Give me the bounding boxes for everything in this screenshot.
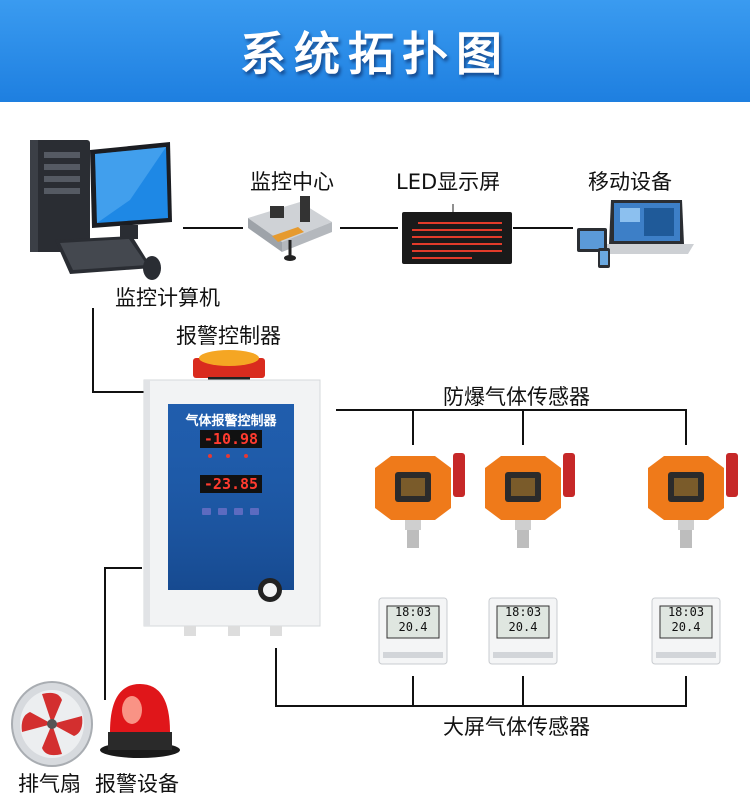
monitor-center-icon xyxy=(248,196,332,261)
line-controller-screen-sensors xyxy=(275,648,687,707)
sensor-screen-3-top: 18:03 xyxy=(667,605,705,619)
label-alarm-device: 报警设备 xyxy=(95,772,179,796)
line-controller-explosion-sensors xyxy=(336,409,687,445)
sensor-screen-3-bottom: 20.4 xyxy=(671,620,701,634)
label-large-screen-sensor: 大屏气体传感器 xyxy=(443,715,590,739)
label-exhaust-fan: 排气扇 xyxy=(18,772,81,796)
label-monitor-center: 监控中心 xyxy=(250,170,334,194)
led-screen-icon xyxy=(402,204,512,264)
label-monitor-computer: 监控计算机 xyxy=(115,286,220,310)
computer-icon xyxy=(30,140,172,280)
label-explosion-sensor: 防爆气体传感器 xyxy=(443,385,590,409)
connection-lines xyxy=(92,227,687,707)
sensor-screen-1-bottom: 20.4 xyxy=(398,620,428,634)
page-title: 系统拓扑图 xyxy=(240,27,510,81)
explosion-sensor-icon-1 xyxy=(375,453,465,548)
controller-reading-2: -23.85 xyxy=(203,475,259,493)
alarm-device-icon xyxy=(100,684,180,758)
label-mobile-device: 移动设备 xyxy=(588,170,672,194)
explosion-sensor-icon-2 xyxy=(485,453,575,548)
mobile-device-icon xyxy=(577,200,694,268)
sensor-screen-2-bottom: 20.4 xyxy=(508,620,538,634)
alarm-controller-icon xyxy=(143,350,321,636)
screen-sensor-icon-1 xyxy=(378,597,448,665)
label-led-screen: LED显示屏 xyxy=(396,170,501,194)
line-computer-controller xyxy=(92,308,146,393)
header-banner: 系统拓扑图 xyxy=(0,0,750,102)
label-alarm-controller: 报警控制器 xyxy=(176,324,281,348)
screen-sensor-icon-2 xyxy=(488,597,558,665)
controller-reading-1: -10.98 xyxy=(203,430,259,448)
exhaust-fan-icon xyxy=(11,681,93,767)
sensor-screen-1-top: 18:03 xyxy=(394,605,432,619)
explosion-sensor-icon-3 xyxy=(648,453,738,548)
sensor-screen-2-top: 18:03 xyxy=(504,605,542,619)
screen-sensor-icon-3 xyxy=(651,597,721,665)
controller-panel-title: 气体报警控制器 xyxy=(185,414,277,429)
line-controller-outputs xyxy=(104,567,142,700)
